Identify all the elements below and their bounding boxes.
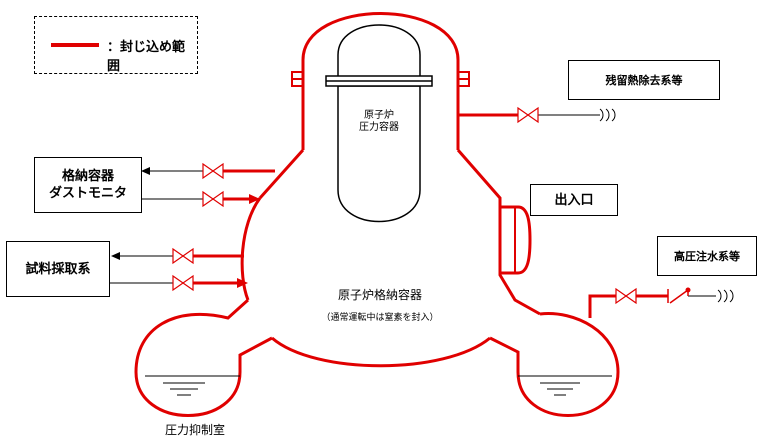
legend-box: ：封じ込め範囲 [34,16,198,74]
sampling-system-label: 試料採取系 [25,261,91,277]
dust-monitor-label-2: ダストモニタ [48,186,127,201]
hpci-system-label: 高圧注水系等 [674,249,740,263]
access-hatch-box: 出入口 [530,184,618,216]
hpci-valve [615,287,637,305]
pcv-note: （通常運転中は窒素を封入） [321,313,439,323]
reactor-pressure-vessel [325,24,433,223]
access-hatch [500,205,532,275]
dust-monitor-box: 格納容器 ダストモニタ [34,157,142,213]
sampling-system-box: 試料採取系 [6,241,110,297]
shaft-flanges [291,71,470,87]
containment-vessel-outline [134,12,620,417]
hpci-system-box: 高圧注水系等 [657,236,757,276]
rpv-label-line-1: 原子炉 [364,110,394,121]
access-hatch-label: 出入口 [554,192,594,208]
sampling-pipes [108,252,248,288]
suppression-chamber-label: 圧力抑制室 [164,423,225,437]
dust-monitor-label-1: 格納容器 [61,169,114,184]
pcv-title: 原子炉格納容器 [337,288,422,302]
rhr-system-label: 残留熱除去系等 [605,73,683,87]
rpv-label: 原子炉 圧力容器 [339,110,419,133]
legend-swatch [51,43,99,47]
sampling-valves [172,247,194,292]
dust-monitor-pipes [141,167,275,204]
rhr-system-box: 残留熱除去系等 [568,60,720,100]
rhr-valve [517,106,539,124]
water-level-right [518,375,612,396]
dust-monitor-valves [202,162,224,208]
hpci-pipe [588,287,734,318]
legend-label: ：封じ込め範囲 [107,40,186,74]
water-level-left [145,375,240,396]
rpv-label-line-2: 圧力容器 [359,121,399,133]
rhr-pipe [458,108,616,122]
